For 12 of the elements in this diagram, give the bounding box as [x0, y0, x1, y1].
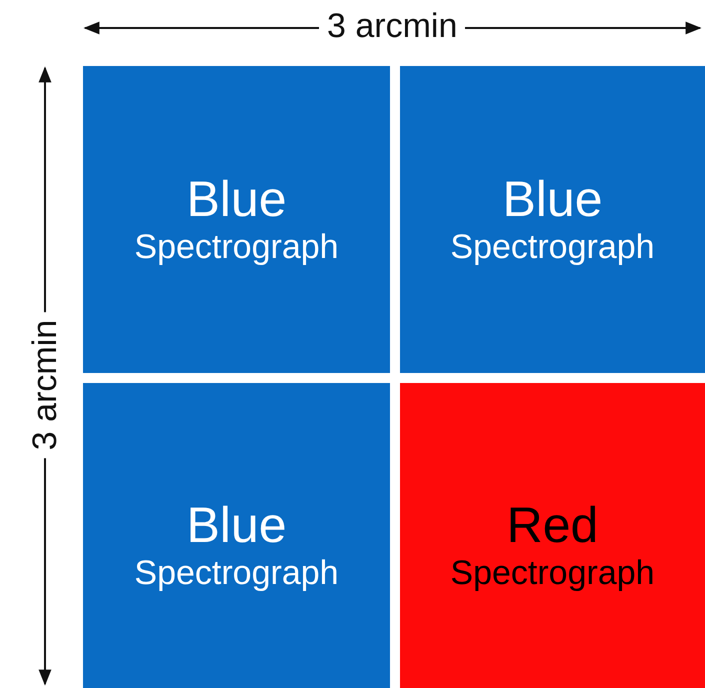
spectrograph-panel	[400, 66, 705, 373]
panel-title: Blue	[502, 172, 603, 227]
spectrograph-panel	[83, 66, 390, 373]
panel-subtitle: Spectrograph	[450, 552, 655, 594]
panel-subtitle: Spectrograph	[450, 226, 655, 268]
panel-subtitle: Spectrograph	[134, 552, 339, 594]
spectrograph-panel	[83, 383, 390, 688]
spectrograph-panel	[400, 383, 705, 688]
panel-title: Red	[506, 498, 598, 553]
panel-title: Blue	[186, 498, 287, 553]
panel-subtitle: Spectrograph	[134, 226, 339, 268]
panel-title: Blue	[186, 172, 287, 227]
